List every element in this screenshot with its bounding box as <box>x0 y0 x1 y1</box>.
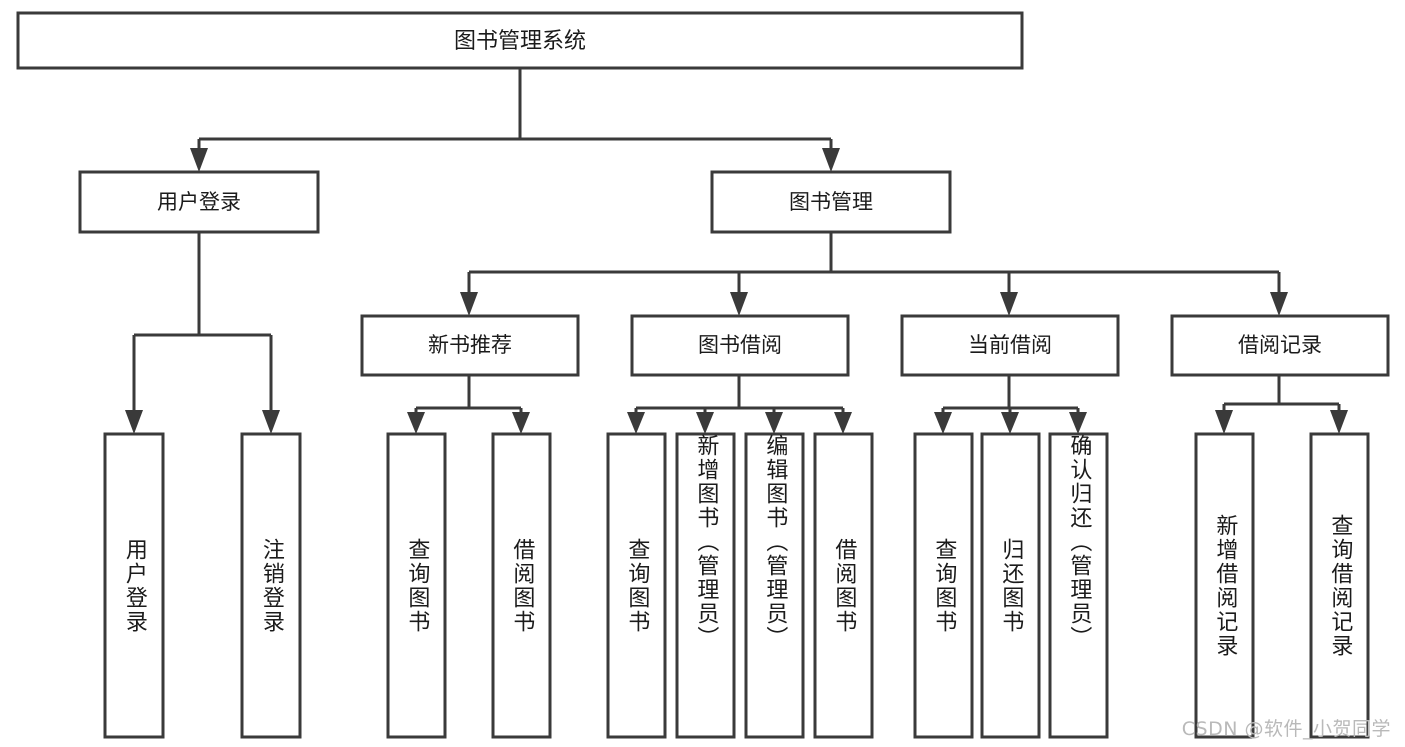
leaf-logout-login-box[interactable] <box>240 432 302 739</box>
node-root-system-label: 图书管理系统 <box>454 29 586 54</box>
arrow-head-leaf-borrow-book-1 <box>512 412 530 434</box>
arrow-head-leaf-return-book <box>1001 412 1019 434</box>
node-new-book-recommend[interactable]: 新书推荐 <box>360 314 580 377</box>
arrow-head-leaf-query-book-3 <box>934 412 952 434</box>
connector-group-borrow-record <box>1215 375 1348 434</box>
leaf-borrow-book-1-box[interactable] <box>491 432 552 739</box>
connector-group-root <box>190 68 840 172</box>
node-book-borrow-box <box>630 314 850 377</box>
arrow-head-leaf-add-record <box>1215 410 1233 434</box>
node-book-manage-box <box>710 170 952 234</box>
arrow-head-user-login <box>190 148 208 172</box>
node-book-borrow[interactable]: 图书借阅 <box>630 314 850 377</box>
node-book-manage[interactable]: 图书管理 <box>710 170 952 234</box>
arrow-head-leaf-borrow-book-2 <box>834 412 852 434</box>
leaf-add-book-box[interactable] <box>675 432 736 739</box>
connector-group-book-manage <box>460 232 1288 316</box>
leaf-return-book-box[interactable] <box>980 432 1041 739</box>
node-user-login[interactable]: 用户登录 <box>78 170 320 234</box>
leaf-user-login-box[interactable] <box>103 432 165 739</box>
leaf-query-record-box[interactable] <box>1309 432 1370 739</box>
arrow-head-leaf-query-record <box>1330 410 1348 434</box>
node-current-borrow[interactable]: 当前借阅 <box>900 314 1120 377</box>
leaf-add-record-box[interactable] <box>1194 432 1255 739</box>
node-root-system-box <box>16 11 1024 70</box>
arrow-head-leaf-add-book <box>696 412 714 434</box>
leaf-query-book-3-box[interactable] <box>913 432 974 739</box>
node-borrow-record-label: 借阅记录 <box>1238 333 1322 357</box>
connector-group-user-login <box>125 232 280 434</box>
arrow-head-borrow-record <box>1270 292 1288 316</box>
arrow-head-leaf-user-login <box>125 410 143 434</box>
arrow-head-leaf-logout-login <box>262 410 280 434</box>
leaf-borrow-book-2-box[interactable] <box>813 432 874 739</box>
arrow-head-book-borrow <box>730 292 748 316</box>
node-user-login-label: 用户登录 <box>157 190 241 214</box>
node-book-manage-label: 图书管理 <box>789 190 873 214</box>
node-borrow-record-box <box>1170 314 1390 377</box>
arrow-head-leaf-query-book-2 <box>627 412 645 434</box>
arrow-head-new-book-recommend <box>460 292 478 316</box>
leaf-query-book-2-box[interactable] <box>606 432 667 739</box>
leaf-query-book-1-box[interactable] <box>386 432 447 739</box>
leaf-confirm-return-box[interactable] <box>1048 432 1109 739</box>
node-borrow-record[interactable]: 借阅记录 <box>1170 314 1390 377</box>
leaf-group <box>103 432 1370 739</box>
arrow-head-book-manage <box>822 148 840 172</box>
node-new-book-recommend-label: 新书推荐 <box>428 333 512 357</box>
leaf-edit-book-box[interactable] <box>744 432 805 739</box>
node-current-borrow-label: 当前借阅 <box>968 333 1052 357</box>
arrow-head-current-borrow <box>1000 292 1018 316</box>
node-current-borrow-box <box>900 314 1120 377</box>
arrow-head-leaf-confirm-return <box>1069 412 1087 434</box>
node-new-book-recommend-box <box>360 314 580 377</box>
node-root-system[interactable]: 图书管理系统 <box>16 11 1024 70</box>
connector-group-book-borrow <box>627 375 852 434</box>
node-user-login-box <box>78 170 320 234</box>
connector-group-current-borrow <box>934 375 1087 434</box>
connector-group-new-book-recommend <box>407 375 530 434</box>
arrow-head-leaf-query-book-1 <box>407 412 425 434</box>
node-book-borrow-label: 图书借阅 <box>698 333 782 357</box>
arrow-head-leaf-edit-book <box>765 412 783 434</box>
